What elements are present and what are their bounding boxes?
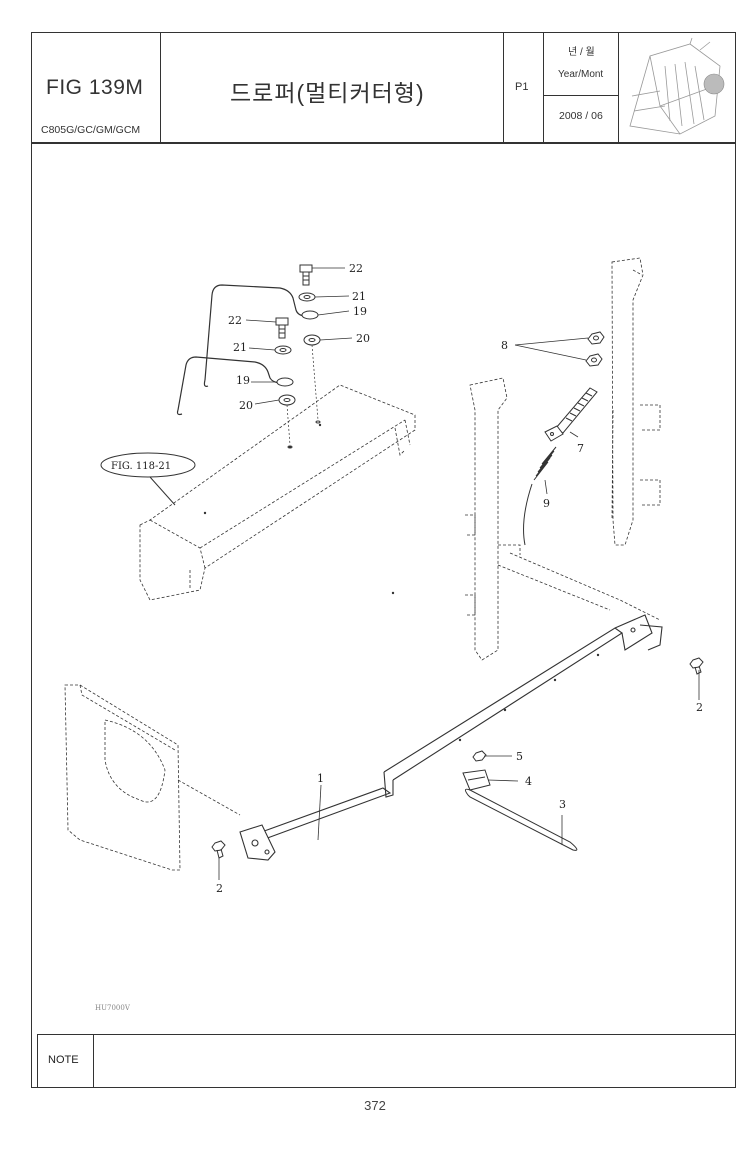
machine-thumbnail bbox=[629, 37, 725, 135]
bolt-5 bbox=[472, 750, 487, 762]
callout-3: 3 bbox=[559, 798, 566, 811]
callout-21-upper: 21 bbox=[352, 290, 366, 303]
bolt-22-upper bbox=[299, 264, 313, 286]
note-label: NOTE bbox=[48, 1054, 79, 1066]
year-month-label-en: Year/Mont bbox=[558, 69, 604, 80]
callout-4: 4 bbox=[525, 775, 532, 788]
year-month-value: 2008 / 06 bbox=[559, 110, 603, 122]
note-top-rule bbox=[37, 1034, 736, 1035]
note-left-rule bbox=[37, 1034, 38, 1088]
callout-19-lower: 19 bbox=[236, 374, 250, 387]
header-divider-3 bbox=[543, 32, 544, 143]
guide-rod-upper bbox=[204, 284, 307, 381]
nut-8-upper bbox=[587, 331, 605, 345]
bolt-2-right bbox=[689, 657, 704, 675]
callout-5: 5 bbox=[516, 750, 523, 763]
page-number: 372 bbox=[364, 1098, 386, 1113]
main-shaft-1 bbox=[239, 614, 663, 861]
adjust-bolt-7 bbox=[544, 387, 598, 442]
header-divider-4 bbox=[618, 32, 619, 143]
spacer-19-upper bbox=[301, 310, 319, 320]
washer-21-lower bbox=[274, 345, 292, 355]
callout-19-upper: 19 bbox=[353, 305, 367, 318]
nut-8-lower bbox=[585, 353, 603, 367]
callout-20-upper: 20 bbox=[356, 332, 370, 345]
right-bracket-frame bbox=[611, 257, 661, 546]
callout-22-upper: 22 bbox=[349, 262, 363, 275]
callout-8: 8 bbox=[501, 339, 508, 352]
thumbnail-highlight bbox=[703, 73, 725, 95]
callout-2-right: 2 bbox=[696, 701, 703, 714]
figure-reference: FIG. 118-21 bbox=[111, 461, 171, 472]
header-divider-1 bbox=[160, 32, 161, 143]
page-code: P1 bbox=[515, 81, 529, 93]
figure-reference-ellipse bbox=[100, 452, 196, 478]
left-side-plate bbox=[64, 684, 241, 871]
callout-2-left: 2 bbox=[216, 882, 223, 895]
year-month-label-ko: 년 / 월 bbox=[568, 47, 595, 58]
bolt-22-lower bbox=[275, 317, 289, 339]
spring-9 bbox=[523, 446, 557, 546]
callout-20-lower: 20 bbox=[239, 399, 253, 412]
callout-22-lower: 22 bbox=[228, 314, 242, 327]
callout-21-lower: 21 bbox=[233, 341, 247, 354]
header-date-rule bbox=[543, 95, 618, 96]
cover-panel bbox=[139, 384, 416, 601]
parts-diagram: 22 21 19 20 22 21 19 20 8 7 9 1 2 2 5 4 … bbox=[64, 257, 704, 1012]
nut-20-upper bbox=[303, 334, 321, 346]
callout-7: 7 bbox=[577, 442, 584, 455]
page-title: 드로퍼(멀티커터형) bbox=[230, 80, 425, 106]
note-divider bbox=[93, 1034, 94, 1088]
page-frame bbox=[31, 32, 736, 1088]
header-bottom-rule bbox=[31, 142, 736, 144]
washer-21-upper bbox=[298, 292, 316, 302]
model-list: C805G/GC/GM/GCM bbox=[41, 124, 141, 136]
nut-20-lower bbox=[278, 394, 296, 406]
header-divider-2 bbox=[503, 32, 504, 143]
bolt-2-left bbox=[211, 840, 226, 859]
figure-id: FIG 139M bbox=[46, 76, 144, 99]
callout-9: 9 bbox=[543, 497, 550, 510]
callout-1: 1 bbox=[317, 772, 324, 785]
left-bracket-frame bbox=[465, 377, 661, 661]
bracket-4 bbox=[462, 769, 491, 791]
spacer-19-lower bbox=[276, 377, 294, 387]
linkage-rod-3 bbox=[464, 788, 578, 851]
drawing-number: HU7000V bbox=[95, 1004, 131, 1012]
guide-rod-lower bbox=[177, 356, 283, 411]
